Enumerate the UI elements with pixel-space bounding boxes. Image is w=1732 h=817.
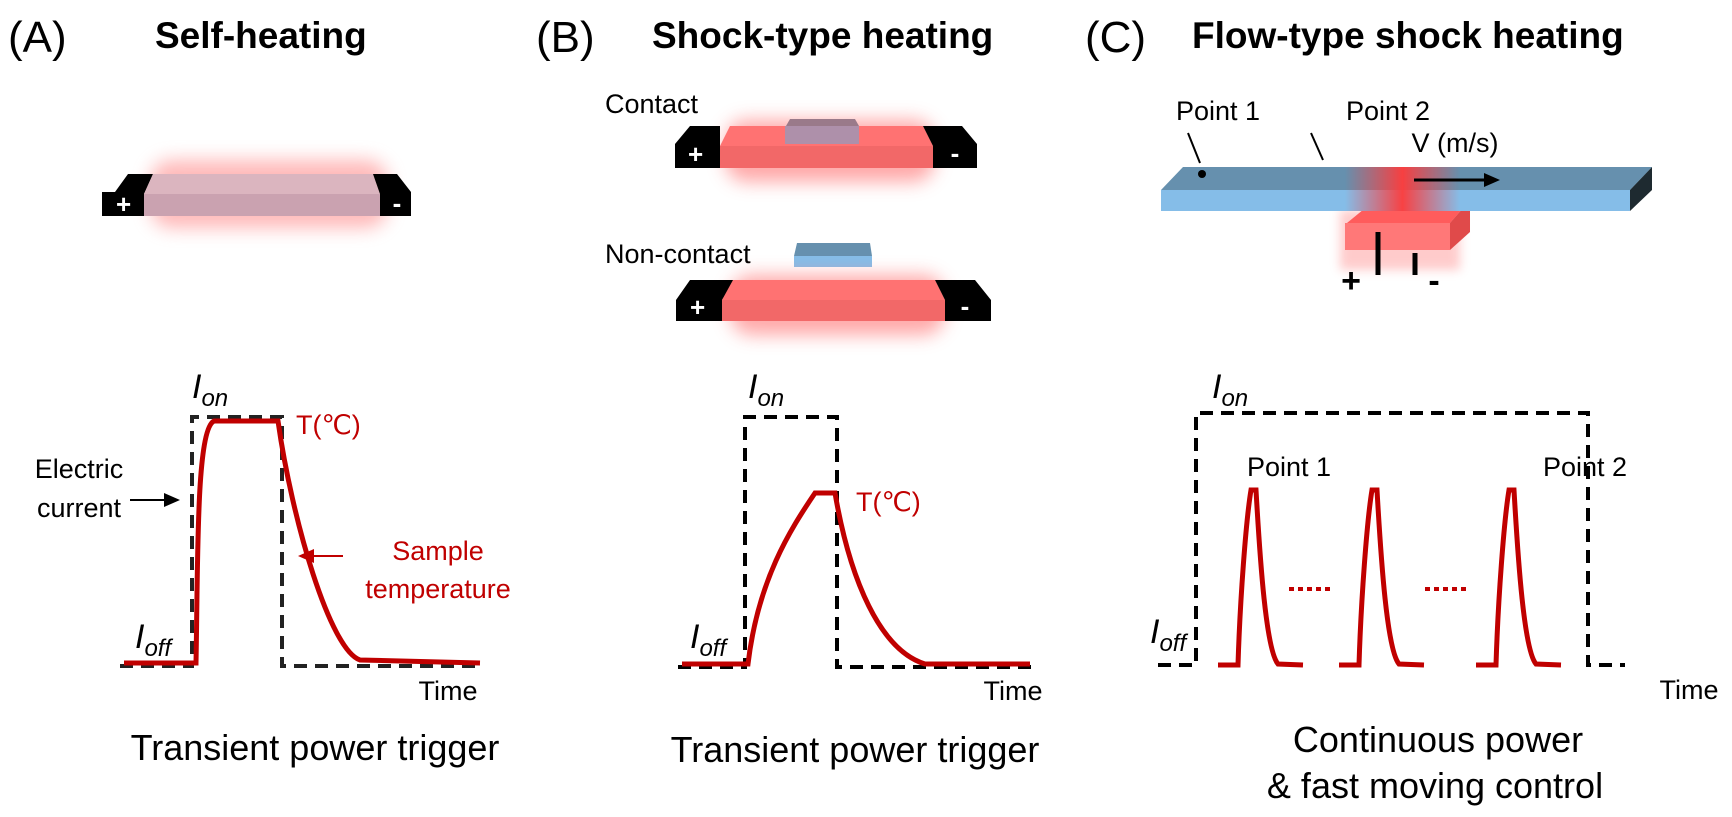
minus-sign: - [393, 188, 402, 218]
temperature-label: T(℃) [296, 410, 361, 440]
caption-line-2: & fast moving control [1267, 765, 1603, 806]
current-arrow-head [164, 493, 180, 507]
plus-sign: + [1341, 262, 1361, 300]
panel-letter: (C) [1085, 13, 1146, 62]
hot-spot [1345, 167, 1460, 211]
temp-annotation-line1: Sample [392, 536, 484, 566]
point-2-label: Point 2 [1346, 96, 1430, 126]
plus-sign: + [690, 292, 705, 322]
temperature-peaks [1218, 487, 1562, 668]
point-1-label: Point 1 [1176, 96, 1260, 126]
positive-electrode [676, 280, 735, 321]
heater-side [1450, 200, 1470, 250]
caption-line-1: Continuous power [1293, 719, 1583, 760]
minus-sign: - [951, 138, 960, 168]
minus-sign: - [961, 291, 970, 321]
peak-label-point-1: Point 1 [1247, 452, 1331, 482]
positive-electrode [675, 126, 720, 168]
current-pulse-line [678, 415, 1037, 669]
velocity-label: V (m/s) [1412, 128, 1499, 158]
contact-sample [785, 126, 859, 144]
caption: Transient power trigger [671, 729, 1040, 770]
temperature-peak [1339, 487, 1425, 668]
heater-front [1345, 223, 1450, 250]
negative-electrode [373, 174, 411, 216]
substrate-end [1630, 167, 1652, 211]
contact-sample-top [786, 119, 859, 126]
time-axis-label: Time [419, 676, 478, 706]
panel-c: (C) Flow-type shock heating + - Point 1 … [1085, 13, 1719, 806]
contact-device: Contact + - [605, 89, 977, 182]
panel-b: (B) Shock-type heating Contact + - Non-c… [536, 13, 1043, 770]
point-1-arrow [1187, 132, 1201, 164]
contact-label: Contact [605, 89, 699, 119]
current-pulse-line [120, 415, 482, 668]
temp-annotation-line2: temperature [365, 574, 511, 604]
sample-top [722, 280, 945, 300]
i-off-label: Ioff [1150, 613, 1188, 657]
self-heating-device: + - [102, 160, 411, 228]
panel-letter: (B) [536, 13, 595, 62]
positive-electrode [102, 174, 153, 216]
non-contact-device: Non-contact + - [605, 239, 991, 335]
negative-electrode [923, 126, 977, 168]
panel-letter: (A) [8, 13, 67, 62]
panel-title: Flow-type shock heating [1192, 15, 1624, 56]
plot-a: Ion Ioff T(℃) Electric current Sample te… [35, 368, 511, 706]
plus-sign: + [688, 139, 703, 169]
current-pulse-line [1158, 411, 1625, 667]
minus-sign: - [1428, 262, 1439, 300]
i-on-label: Ion [192, 368, 228, 412]
sample-front [720, 146, 933, 168]
temperature-curve [682, 490, 1030, 667]
i-off-label: Ioff [690, 618, 728, 662]
i-off-label: Ioff [135, 618, 173, 662]
point-1-marker [1198, 170, 1206, 178]
sample-front [722, 300, 945, 321]
time-axis-label: Time [984, 676, 1043, 706]
peak-label-point-2: Point 2 [1543, 452, 1627, 482]
point-2-arrow [1310, 132, 1324, 161]
temp-arrow-head [298, 549, 314, 563]
panel-title: Shock-type heating [652, 15, 993, 56]
current-annotation-line2: current [37, 493, 122, 523]
panel-title: Self-heating [155, 15, 367, 56]
sample-front [144, 194, 380, 216]
current-annotation-line1: Electric [35, 454, 124, 484]
sample-top [144, 174, 380, 194]
panel-a: (A) Self-heating + - Ion Ioff T(℃) Elect… [8, 13, 511, 768]
temperature-curve [124, 418, 481, 666]
i-on-label: Ion [748, 368, 784, 412]
caption: Transient power trigger [131, 727, 500, 768]
temperature-peak [1476, 487, 1562, 668]
plot-c: Ion Ioff Point 1 Point 2 Time [1150, 368, 1719, 705]
temperature-peak [1218, 487, 1304, 668]
negative-electrode [935, 280, 991, 321]
flow-device: + - Point 1 Point 2 V (m/s) [1161, 96, 1652, 300]
plus-sign: + [116, 189, 131, 219]
velocity-arrow-head [1484, 173, 1500, 187]
temperature-label: T(℃) [856, 487, 921, 517]
time-axis-label: Time [1660, 675, 1719, 705]
i-on-label: Ion [1212, 368, 1248, 412]
non-contact-label: Non-contact [605, 239, 751, 269]
sample-top [794, 243, 872, 256]
plot-b: Ion Ioff T(℃) Time [678, 368, 1043, 706]
floating-sample [794, 256, 872, 267]
